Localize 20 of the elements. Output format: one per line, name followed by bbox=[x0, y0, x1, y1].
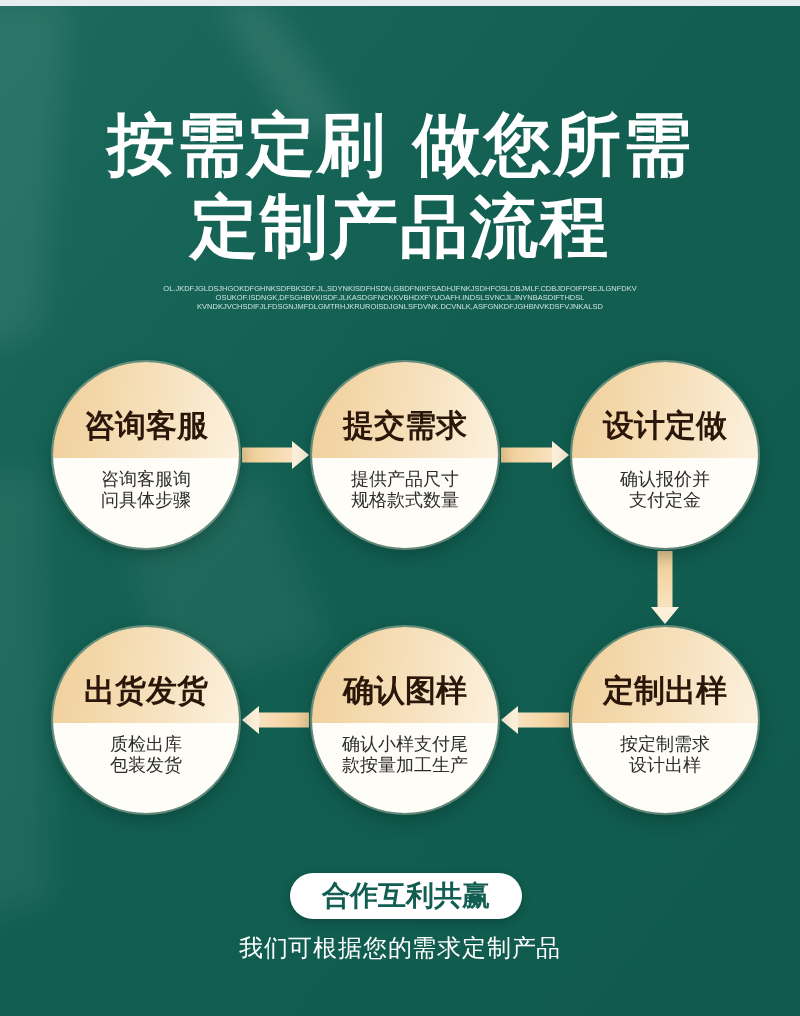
tagline-text: 我们可根据您的需求定制产品 bbox=[238, 934, 562, 962]
flow-arrow bbox=[242, 441, 309, 469]
step-description: 确认小样支付尾款按量加工生产 bbox=[341, 734, 469, 776]
step-description: 质检出库包装发货 bbox=[109, 734, 183, 776]
step-description: 按定制需求设计出样 bbox=[619, 734, 711, 776]
step-title: 设计定做 bbox=[603, 406, 727, 444]
step-title: 提交需求 bbox=[343, 406, 467, 444]
slogan-pill: 合作互利共赢 bbox=[290, 873, 522, 919]
step-description: 咨询客服询问具体步骤 bbox=[100, 469, 192, 511]
step-title: 出货发货 bbox=[84, 671, 208, 709]
flow-arrow bbox=[651, 551, 679, 624]
step-title: 确认图样 bbox=[343, 671, 467, 709]
step-title: 咨询客服 bbox=[84, 406, 208, 444]
flow-arrow bbox=[501, 441, 569, 469]
step-description: 确认报价并支付定金 bbox=[619, 469, 711, 511]
title-text: 按需定刷 做您所需定制产品流程 bbox=[105, 104, 694, 268]
flow-arrow bbox=[242, 706, 309, 734]
flow-arrow bbox=[501, 706, 569, 734]
step-title: 定制出样 bbox=[603, 671, 727, 709]
step-description: 提供产品尺寸规格款式数量 bbox=[350, 469, 460, 511]
